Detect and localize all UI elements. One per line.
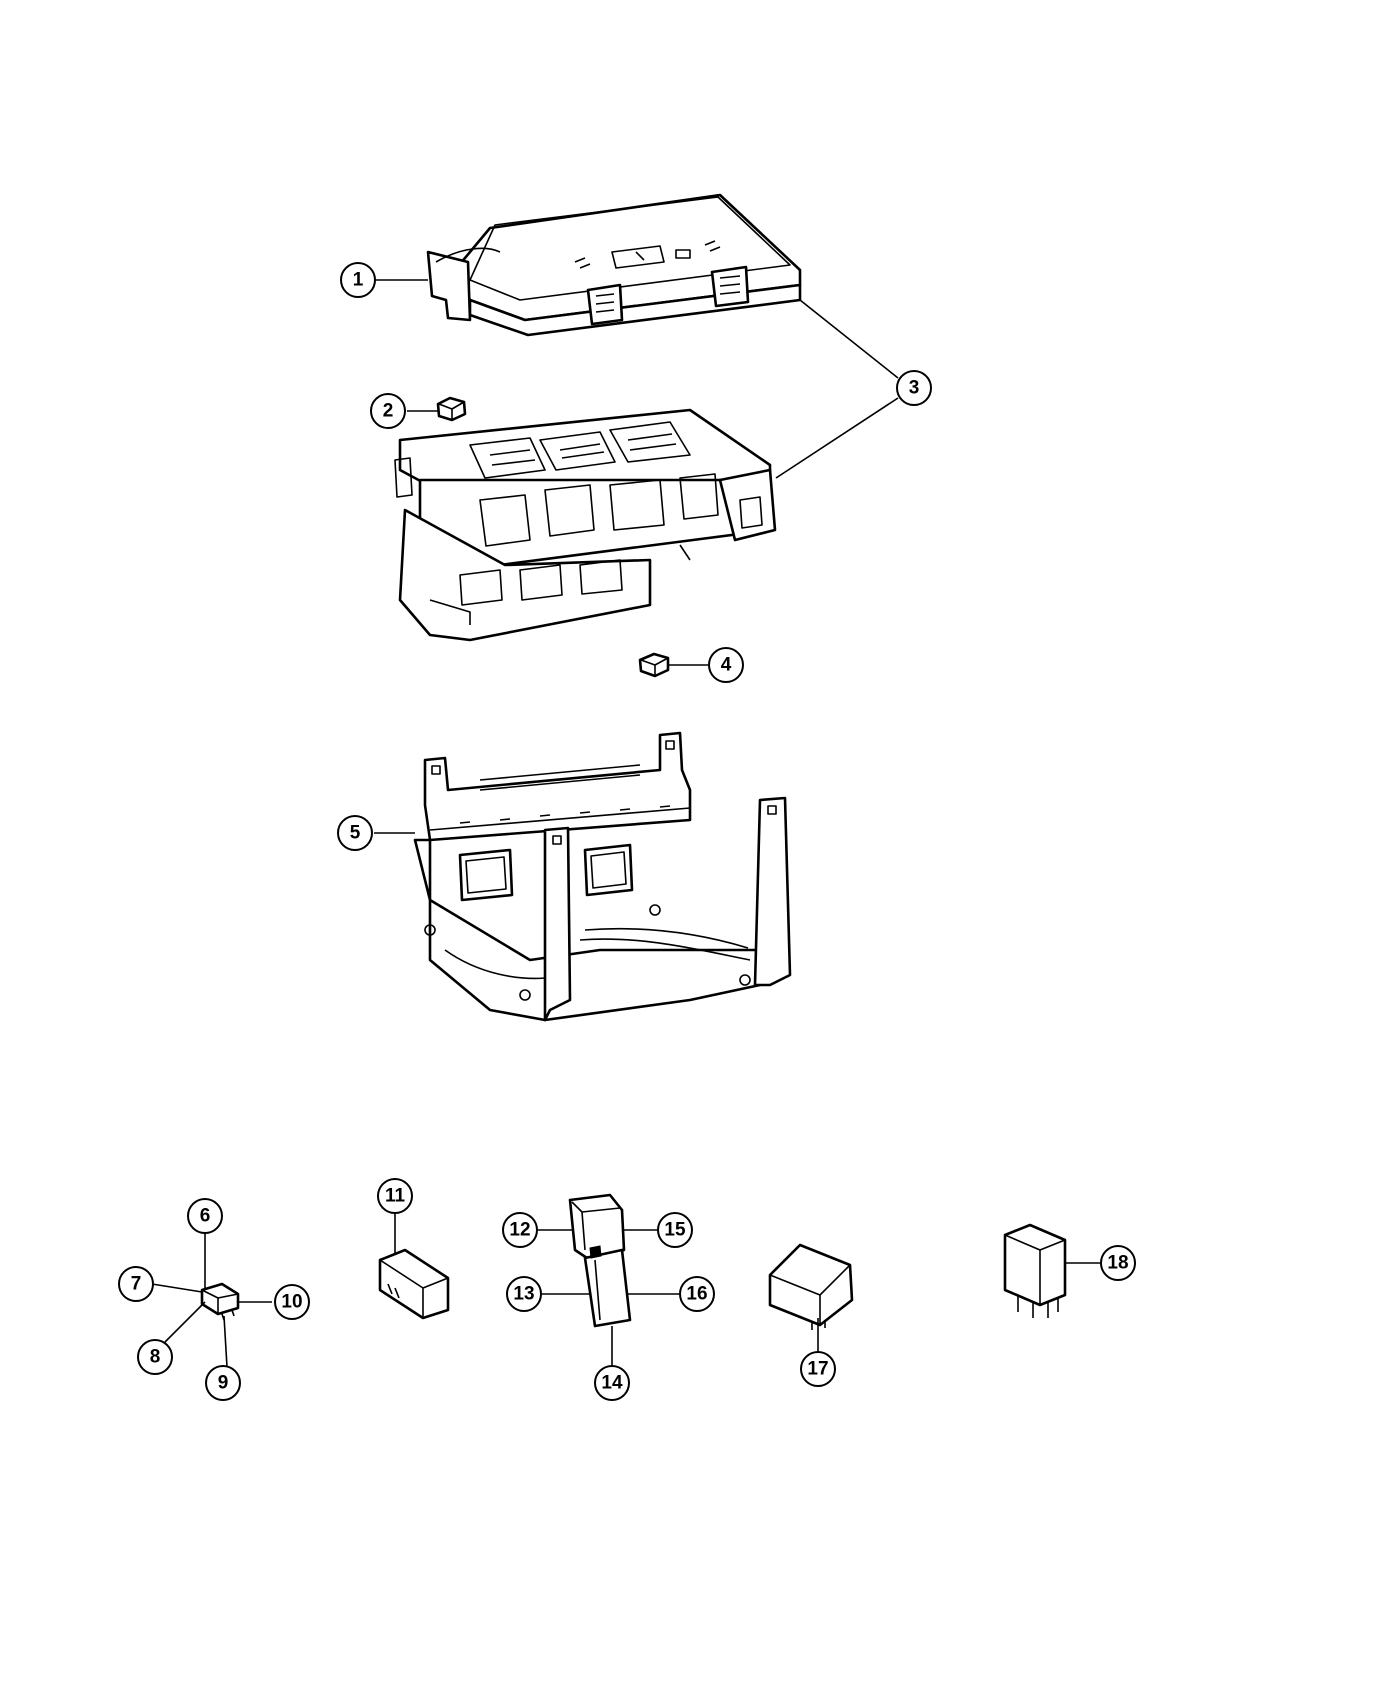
callout-label: 16 [686, 1284, 707, 1305]
callout-label: 1 [353, 270, 364, 291]
relay-drawing [1003, 1223, 1067, 1318]
nut-2-drawing [436, 396, 467, 422]
callout-label: 17 [807, 1359, 828, 1380]
callout-3: 3 [896, 370, 932, 406]
fuse-box-body-drawing [394, 408, 777, 642]
callout-1: 1 [340, 262, 376, 298]
callout-label: 3 [909, 378, 920, 399]
callout-13: 13 [506, 1276, 542, 1312]
callout-5: 5 [337, 815, 373, 851]
callout-label: 2 [383, 401, 394, 422]
callout-12: 12 [502, 1212, 538, 1248]
callout-label: 12 [509, 1220, 530, 1241]
micro-relay-drawing [768, 1243, 854, 1330]
callout-10: 10 [274, 1284, 310, 1320]
callout-label: 4 [721, 655, 732, 676]
callout-label: 6 [200, 1206, 211, 1227]
callout-label: 5 [350, 823, 361, 844]
callout-4: 4 [708, 647, 744, 683]
callout-16: 16 [679, 1276, 715, 1312]
callout-label: 15 [664, 1220, 686, 1241]
callout-label: 8 [150, 1347, 161, 1368]
callout-11: 11 [377, 1178, 413, 1214]
callout-label: 14 [601, 1373, 623, 1394]
callout-label: 11 [385, 1186, 406, 1207]
callout-6: 6 [187, 1198, 223, 1234]
callout-label: 10 [281, 1292, 302, 1313]
jcase-fuse-drawing [568, 1193, 632, 1328]
callout-8: 8 [137, 1339, 173, 1375]
callout-18: 18 [1100, 1245, 1136, 1281]
callout-15: 15 [657, 1212, 693, 1248]
callout-label: 7 [131, 1274, 142, 1295]
fuse-box-cover-drawing [426, 193, 802, 337]
leader-lines [151, 279, 1100, 1368]
nut-4-drawing [638, 652, 670, 678]
callout-9: 9 [205, 1365, 241, 1401]
callout-label: 9 [218, 1373, 229, 1394]
callout-label: 18 [1107, 1253, 1128, 1274]
callout-label: 13 [513, 1284, 534, 1305]
callout-14: 14 [594, 1365, 630, 1401]
mounting-bracket-drawing [413, 731, 792, 1022]
callout-2: 2 [370, 393, 406, 429]
callout-7: 7 [118, 1266, 154, 1302]
cartridge-fuse-drawing [378, 1248, 450, 1320]
callout-17: 17 [800, 1351, 836, 1387]
mini-fuse-drawing [200, 1282, 240, 1321]
